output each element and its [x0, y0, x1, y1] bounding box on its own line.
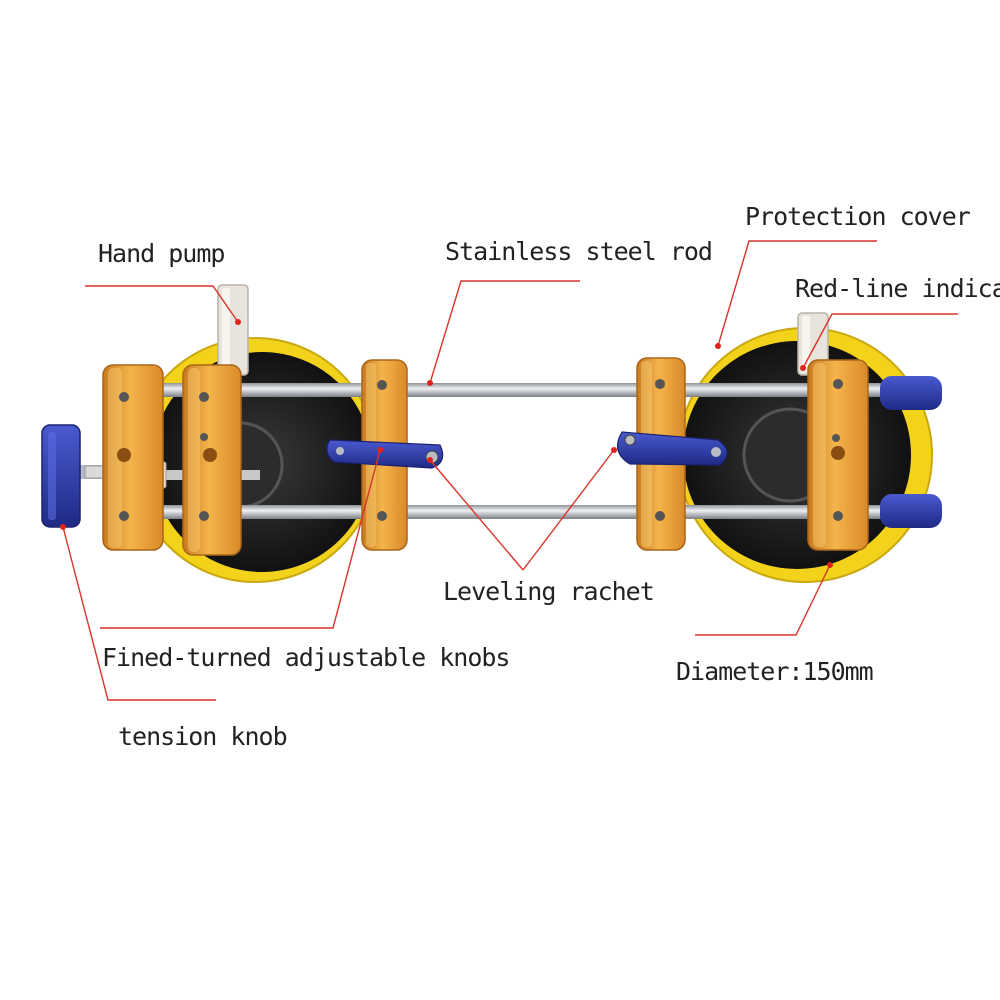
- right-outer-clamp: [807, 359, 869, 551]
- label-red-line-indicator: Red-line indicator: [795, 274, 1000, 303]
- label-leveling-rachet: Leveling rachet: [443, 577, 654, 606]
- left-leveling-rachet: [326, 439, 444, 469]
- leader-lines: [60, 240, 958, 701]
- label-stainless-steel-rod: Stainless steel rod: [445, 237, 712, 266]
- left-outer-clamp: [102, 364, 164, 551]
- left-inner-clamp: [182, 364, 242, 556]
- stainless-steel-rods: [140, 383, 885, 519]
- right-leveling-rachet: [616, 431, 728, 466]
- rod-end-caps: [880, 376, 942, 528]
- label-tension-knob: tension knob: [118, 722, 287, 751]
- label-protection-cover: Protection cover: [745, 202, 971, 231]
- label-diameter: Diameter:150mm: [676, 657, 873, 686]
- label-adjustable-knobs: Fined-turned adjustable knobs: [102, 643, 510, 672]
- label-hand-pump: Hand pump: [98, 239, 224, 268]
